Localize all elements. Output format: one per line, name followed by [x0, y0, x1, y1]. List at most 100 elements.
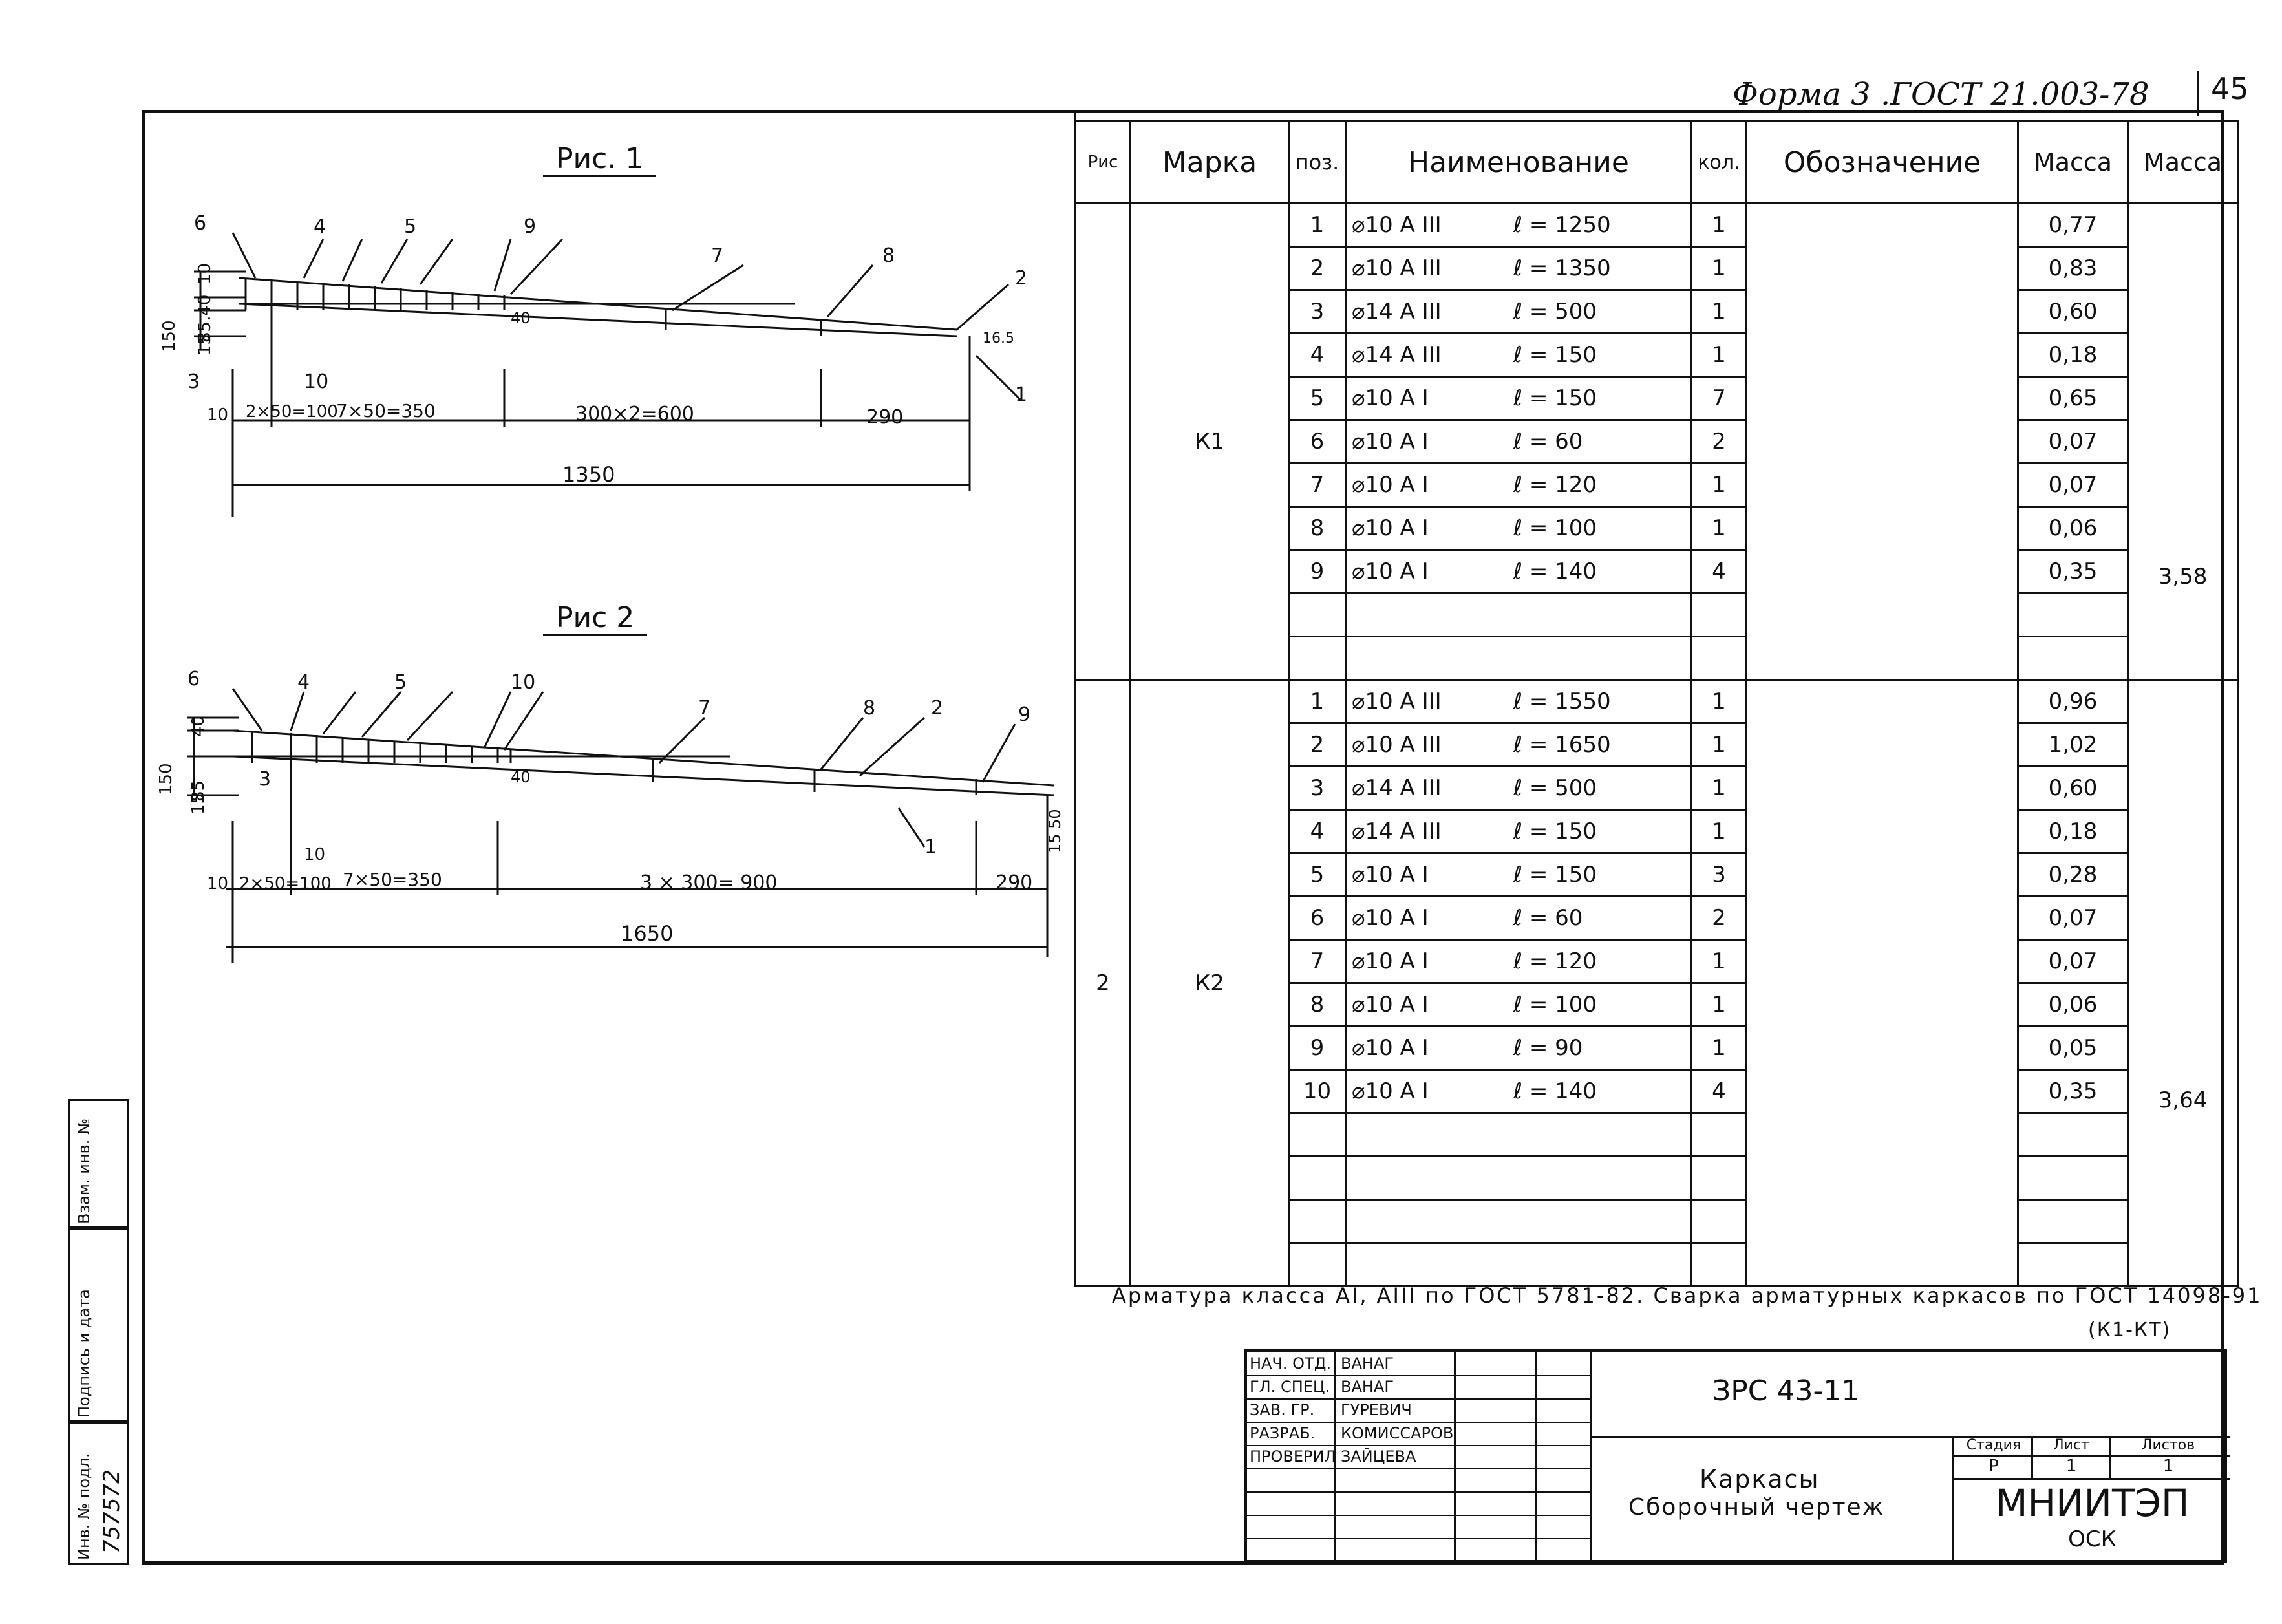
- svg-text:2×50=100: 2×50=100: [239, 874, 332, 893]
- cell-poz: 5: [1288, 852, 1347, 897]
- svg-text:3 × 300= 900: 3 × 300= 900: [640, 871, 778, 894]
- svg-text:4: 4: [314, 215, 326, 238]
- stamp-cell-div-a: [2031, 1436, 2033, 1478]
- cell-empty: [1345, 1155, 1692, 1201]
- cell-mass: 0,07: [2017, 462, 2129, 508]
- cell-kol: 1: [1690, 765, 1747, 811]
- cell-poz: 9: [1288, 549, 1347, 594]
- stamp-stage-header: Стадия: [1966, 1437, 2021, 1453]
- svg-text:10: 10: [304, 370, 328, 393]
- cell-poz: 2: [1288, 246, 1347, 291]
- stamp-sheet-header: Лист: [2053, 1437, 2089, 1453]
- svg-text:150: 150: [160, 320, 179, 352]
- specification-table: Рис Марка поз. Наименование кол. Обознач…: [1074, 120, 2239, 1287]
- cell-empty: [2017, 1242, 2129, 1287]
- cell-poz: 1: [1288, 679, 1347, 724]
- svg-text:85.40: 85.40: [195, 295, 215, 343]
- svg-text:10: 10: [207, 874, 228, 893]
- cell-empty: [1690, 1199, 1747, 1244]
- svg-text:9: 9: [524, 215, 536, 238]
- cell-poz: 3: [1288, 765, 1347, 811]
- cell-poz: 7: [1288, 462, 1347, 508]
- cell-empty: [1690, 1242, 1747, 1287]
- col-oboz: Обозначение: [1745, 120, 2019, 204]
- stamp-empty-row: [1247, 1491, 1590, 1516]
- stamp-col-divider-4: [1590, 1352, 1592, 1560]
- cell-mass: 0,07: [2017, 895, 2129, 941]
- general-note: Арматура класса АI, АIII по ГОСТ 5781-82…: [1112, 1283, 2263, 1308]
- stamp-empty-row: [1247, 1468, 1590, 1493]
- cell-kol: 1: [1690, 679, 1747, 724]
- cell-poz: 4: [1288, 809, 1347, 854]
- cell-empty: [1288, 1242, 1347, 1287]
- svg-text:8: 8: [863, 697, 875, 720]
- cell-empty: [2017, 1199, 2129, 1244]
- cell-mass: 0,77: [2017, 202, 2129, 248]
- cell-kol: 1: [1690, 246, 1747, 291]
- cell-poz: 3: [1288, 289, 1347, 334]
- figure-2-drawing: 6 4 5 10 7 8 2 9 3 1 40 10 10 2×50=100 7…: [156, 668, 1064, 963]
- svg-text:7×50=350: 7×50=350: [336, 400, 436, 422]
- cell-kol: 1: [1690, 982, 1747, 1027]
- stamp-person: ВАНАГ: [1341, 1354, 1394, 1373]
- stamp-stage-value: Р: [1989, 1457, 1999, 1476]
- cell-mass: 0,60: [2017, 765, 2129, 811]
- stamp-sheets-header: Листов: [2141, 1437, 2195, 1453]
- sidebar-sign-date: Подпись и дата: [68, 1228, 129, 1422]
- cell-poz: 7: [1288, 939, 1347, 984]
- svg-text:40: 40: [511, 309, 531, 327]
- cell-poz: 8: [1288, 982, 1347, 1027]
- svg-text:1: 1: [1015, 383, 1027, 406]
- col-massa1: Масса: [2017, 120, 2129, 204]
- svg-text:4: 4: [297, 671, 310, 694]
- cell-kol: 1: [1690, 722, 1747, 767]
- form-reference: Форма 3 .ГОСТ 21.003-78: [1733, 76, 2149, 112]
- svg-text:5: 5: [404, 215, 416, 238]
- stamp-person: ВАНАГ: [1341, 1378, 1394, 1396]
- stamp-empty-row: [1247, 1515, 1590, 1539]
- fig1-bottom-bar: [239, 303, 957, 337]
- cell-empty: [1345, 636, 1692, 681]
- cell-mass: 0,96: [2017, 679, 2129, 724]
- cell-kol: 1: [1690, 289, 1747, 334]
- stamp-role: ПРОВЕРИЛ: [1250, 1448, 1336, 1466]
- table-row-empty: [1076, 592, 2238, 637]
- svg-text:15 50: 15 50: [1046, 809, 1064, 853]
- general-note-suffix: (К1-КТ): [2088, 1319, 2171, 1341]
- cell-poz: 6: [1288, 895, 1347, 941]
- fig2-leaders: [231, 688, 1016, 848]
- cell-empty: [2017, 1155, 2129, 1201]
- stamp-sheet-value: 1: [2065, 1457, 2077, 1476]
- cell-kol: 1: [1690, 202, 1747, 248]
- stamp-role: ГЛ. СПЕЦ.: [1250, 1378, 1330, 1396]
- cell-kol: 2: [1690, 419, 1747, 464]
- cell-mass: 0,06: [2017, 982, 2129, 1027]
- cell-empty: [1345, 1242, 1692, 1287]
- figure-1-title: Рис. 1: [543, 142, 657, 177]
- svg-text:7: 7: [711, 244, 723, 267]
- cell-poz: 8: [1288, 506, 1347, 551]
- stamp-signature-row: ГЛ. СПЕЦ. ВАНАГ: [1247, 1375, 1590, 1400]
- cell-empty: [1345, 1112, 1692, 1157]
- cell-mass: 0,83: [2017, 246, 2129, 291]
- stamp-person: ЗАЙЦЕВА: [1341, 1448, 1416, 1466]
- svg-text:3: 3: [187, 370, 200, 393]
- cell-poz: 2: [1288, 722, 1347, 767]
- col-marka: Марка: [1129, 120, 1290, 204]
- cell-mass: 1,02: [2017, 722, 2129, 767]
- svg-text:10: 10: [304, 845, 325, 864]
- svg-text:85: 85: [189, 780, 208, 802]
